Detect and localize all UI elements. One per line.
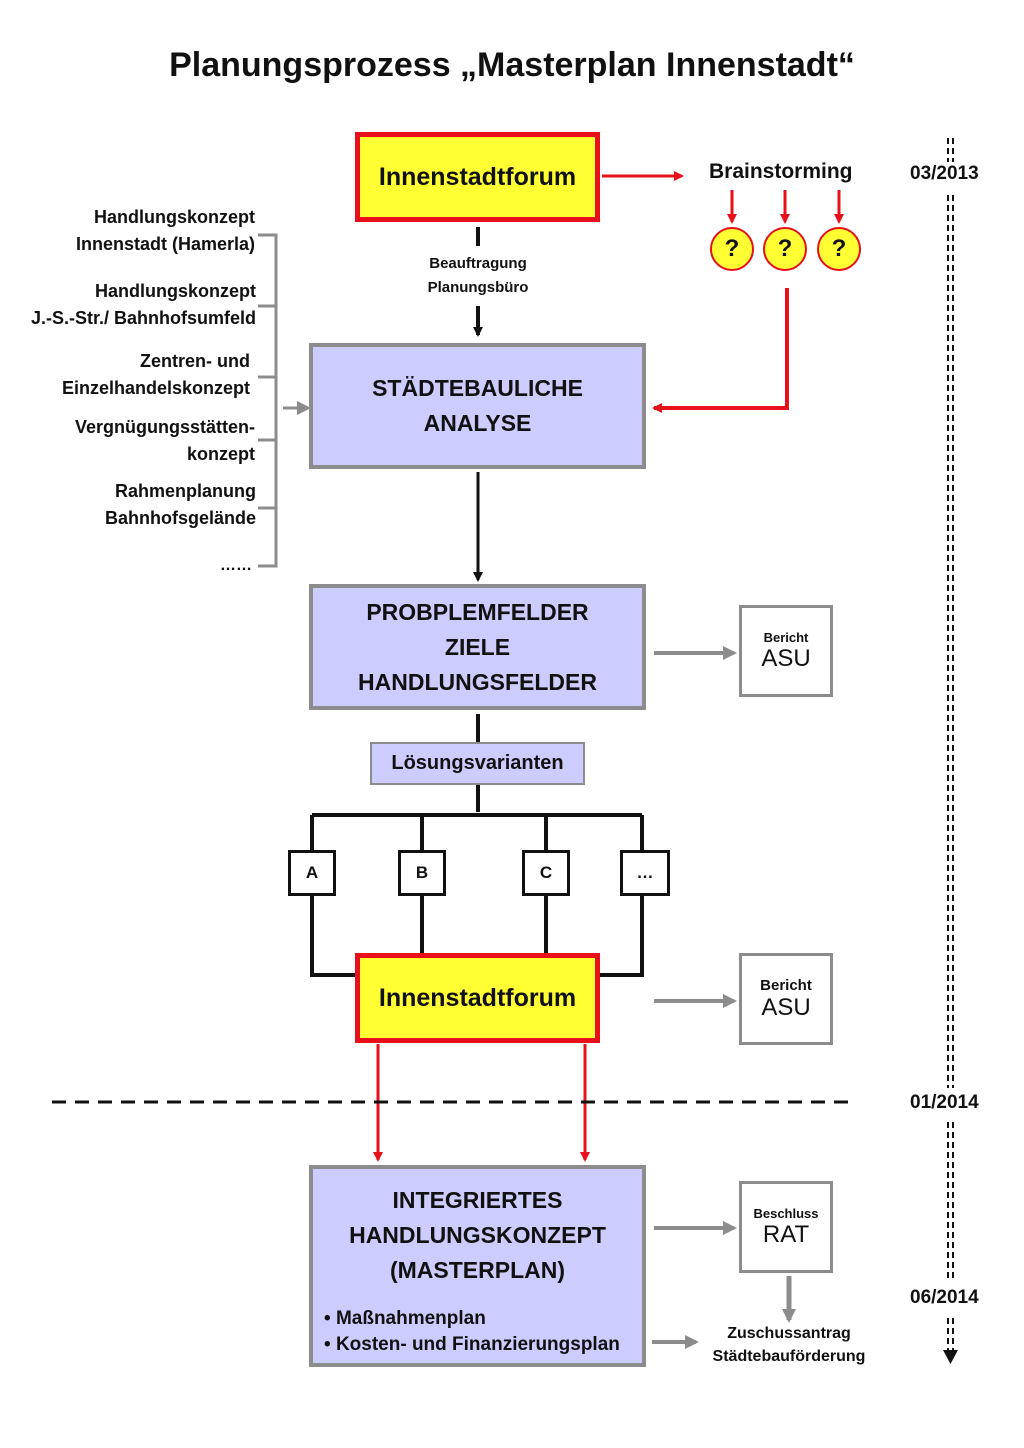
forum-bottom-box: Innenstadtforum bbox=[355, 953, 600, 1043]
concept-line: INTEGRIERTES bbox=[392, 1187, 563, 1213]
problems-line: HANDLUNGSFELDER bbox=[358, 668, 597, 695]
forum-top-label: Innenstadtforum bbox=[378, 162, 577, 191]
question-mark-3: ? bbox=[817, 227, 861, 271]
forum-bottom-label: Innenstadtforum bbox=[378, 983, 577, 1012]
variant-b: B bbox=[398, 850, 446, 896]
concept-item-measures: Maßnahmenplan bbox=[324, 1306, 620, 1332]
variant-c: C bbox=[522, 850, 570, 896]
question-mark-1: ? bbox=[710, 227, 754, 271]
timeline-arrowhead bbox=[943, 1350, 958, 1364]
commission-label: Beauftragung Planungsbüro bbox=[400, 252, 556, 300]
variants-label-box: Lösungsvarianten bbox=[370, 742, 585, 785]
input-more: …… bbox=[220, 557, 252, 574]
commission-line-2: Planungsbüro bbox=[427, 279, 529, 296]
decision-body: RAT bbox=[762, 1220, 810, 1248]
concept-line: (MASTERPLAN) bbox=[389, 1257, 566, 1283]
forum-top-box: Innenstadtforum bbox=[355, 132, 600, 222]
commission-line-1: Beauftragung bbox=[429, 255, 527, 272]
input-line: konzept bbox=[186, 444, 255, 464]
input-zentren: Zentren- und Einzelhandelskonzept bbox=[0, 348, 250, 402]
input-line: Innenstadt (Hamerla) bbox=[75, 234, 255, 254]
input-line: Bahnhofsgelände bbox=[104, 508, 256, 528]
funding-label: Zuschussantrag Städtebauförderung bbox=[698, 1322, 880, 1368]
analysis-box: STÄDTEBAULICHE ANALYSE bbox=[309, 343, 646, 469]
input-line: Handlungskonzept bbox=[95, 281, 256, 301]
input-line: Handlungskonzept bbox=[94, 207, 255, 227]
decision-box: Beschluss RAT bbox=[739, 1181, 833, 1273]
funding-line: Zuschussantrag bbox=[727, 1325, 851, 1342]
inputs-bracket bbox=[258, 233, 278, 568]
question-mark-2: ? bbox=[763, 227, 807, 271]
arrow-ideas-to-analysis bbox=[652, 288, 789, 413]
variant-a: A bbox=[288, 850, 336, 896]
timeline bbox=[947, 138, 954, 1350]
brainstorming-label: Brainstorming bbox=[709, 160, 853, 183]
report-1-kind: Bericht bbox=[763, 629, 809, 645]
input-handlungskonzept-innenstadt: Handlungskonzept Innenstadt (Hamerla) bbox=[0, 204, 255, 258]
decision-kind: Beschluss bbox=[753, 1205, 819, 1221]
input-rahmenplanung: Rahmenplanung Bahnhofsgelände bbox=[0, 478, 256, 532]
input-line: Rahmenplanung bbox=[114, 481, 256, 501]
concept-line: HANDLUNGSKONZEPT bbox=[349, 1222, 606, 1248]
input-line: Einzelhandelskonzept bbox=[61, 378, 250, 398]
report-box-2: Bericht ASU bbox=[739, 953, 833, 1045]
problems-line: ZIELE bbox=[444, 633, 511, 660]
input-line: Vergnügungsstätten- bbox=[74, 417, 255, 437]
problems-line: PROBPLEMFELDER bbox=[366, 598, 589, 625]
funding-line: Städtebauförderung bbox=[712, 1348, 866, 1365]
problems-box: PROBPLEMFELDER ZIELE HANDLUNGSFELDER bbox=[309, 584, 646, 710]
concept-items: Maßnahmenplan Kosten- und Finanzierungsp… bbox=[324, 1306, 620, 1358]
report-1-body: ASU bbox=[761, 644, 811, 672]
report-box-1: Bericht ASU bbox=[739, 605, 833, 697]
analysis-line: ANALYSE bbox=[423, 410, 532, 436]
date-start: 03/2013 bbox=[910, 163, 979, 184]
input-handlungskonzept-bahnhof: Handlungskonzept J.-S.-Str./ Bahnhofsumf… bbox=[0, 278, 256, 332]
variant-more: … bbox=[620, 850, 670, 896]
report-2-kind: Bericht bbox=[760, 976, 812, 994]
variants-label: Lösungsvarianten bbox=[391, 752, 564, 774]
input-line: J.-S.-Str./ Bahnhofsumfeld bbox=[30, 308, 256, 328]
input-vergnuegung: Vergnügungsstätten- konzept bbox=[0, 414, 255, 468]
analysis-line: STÄDTEBAULICHE bbox=[372, 375, 583, 401]
input-line: Zentren- und bbox=[140, 351, 250, 371]
date-end: 06/2014 bbox=[910, 1287, 979, 1308]
date-mid: 01/2014 bbox=[910, 1092, 979, 1113]
concept-item-costs: Kosten- und Finanzierungsplan bbox=[324, 1332, 620, 1358]
page-title: Planungsprozess „Masterplan Innenstadt“ bbox=[169, 46, 855, 84]
report-2-body: ASU bbox=[761, 993, 811, 1021]
